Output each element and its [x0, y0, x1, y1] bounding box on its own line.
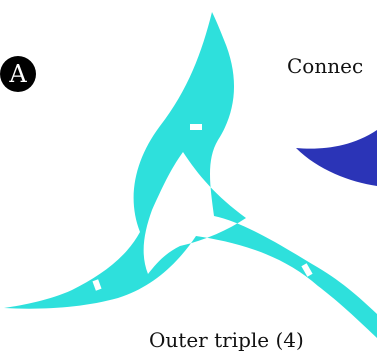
outer-triple-piece	[4, 12, 377, 338]
connect-label: Connec	[287, 54, 364, 78]
notch-upper	[190, 124, 202, 130]
outer-triple-label: Outer triple (4)	[149, 328, 304, 352]
notch-lower-left	[92, 279, 102, 291]
panel-badge: A	[0, 56, 36, 92]
notch-lower-right	[301, 263, 313, 277]
connector-piece	[296, 130, 377, 186]
